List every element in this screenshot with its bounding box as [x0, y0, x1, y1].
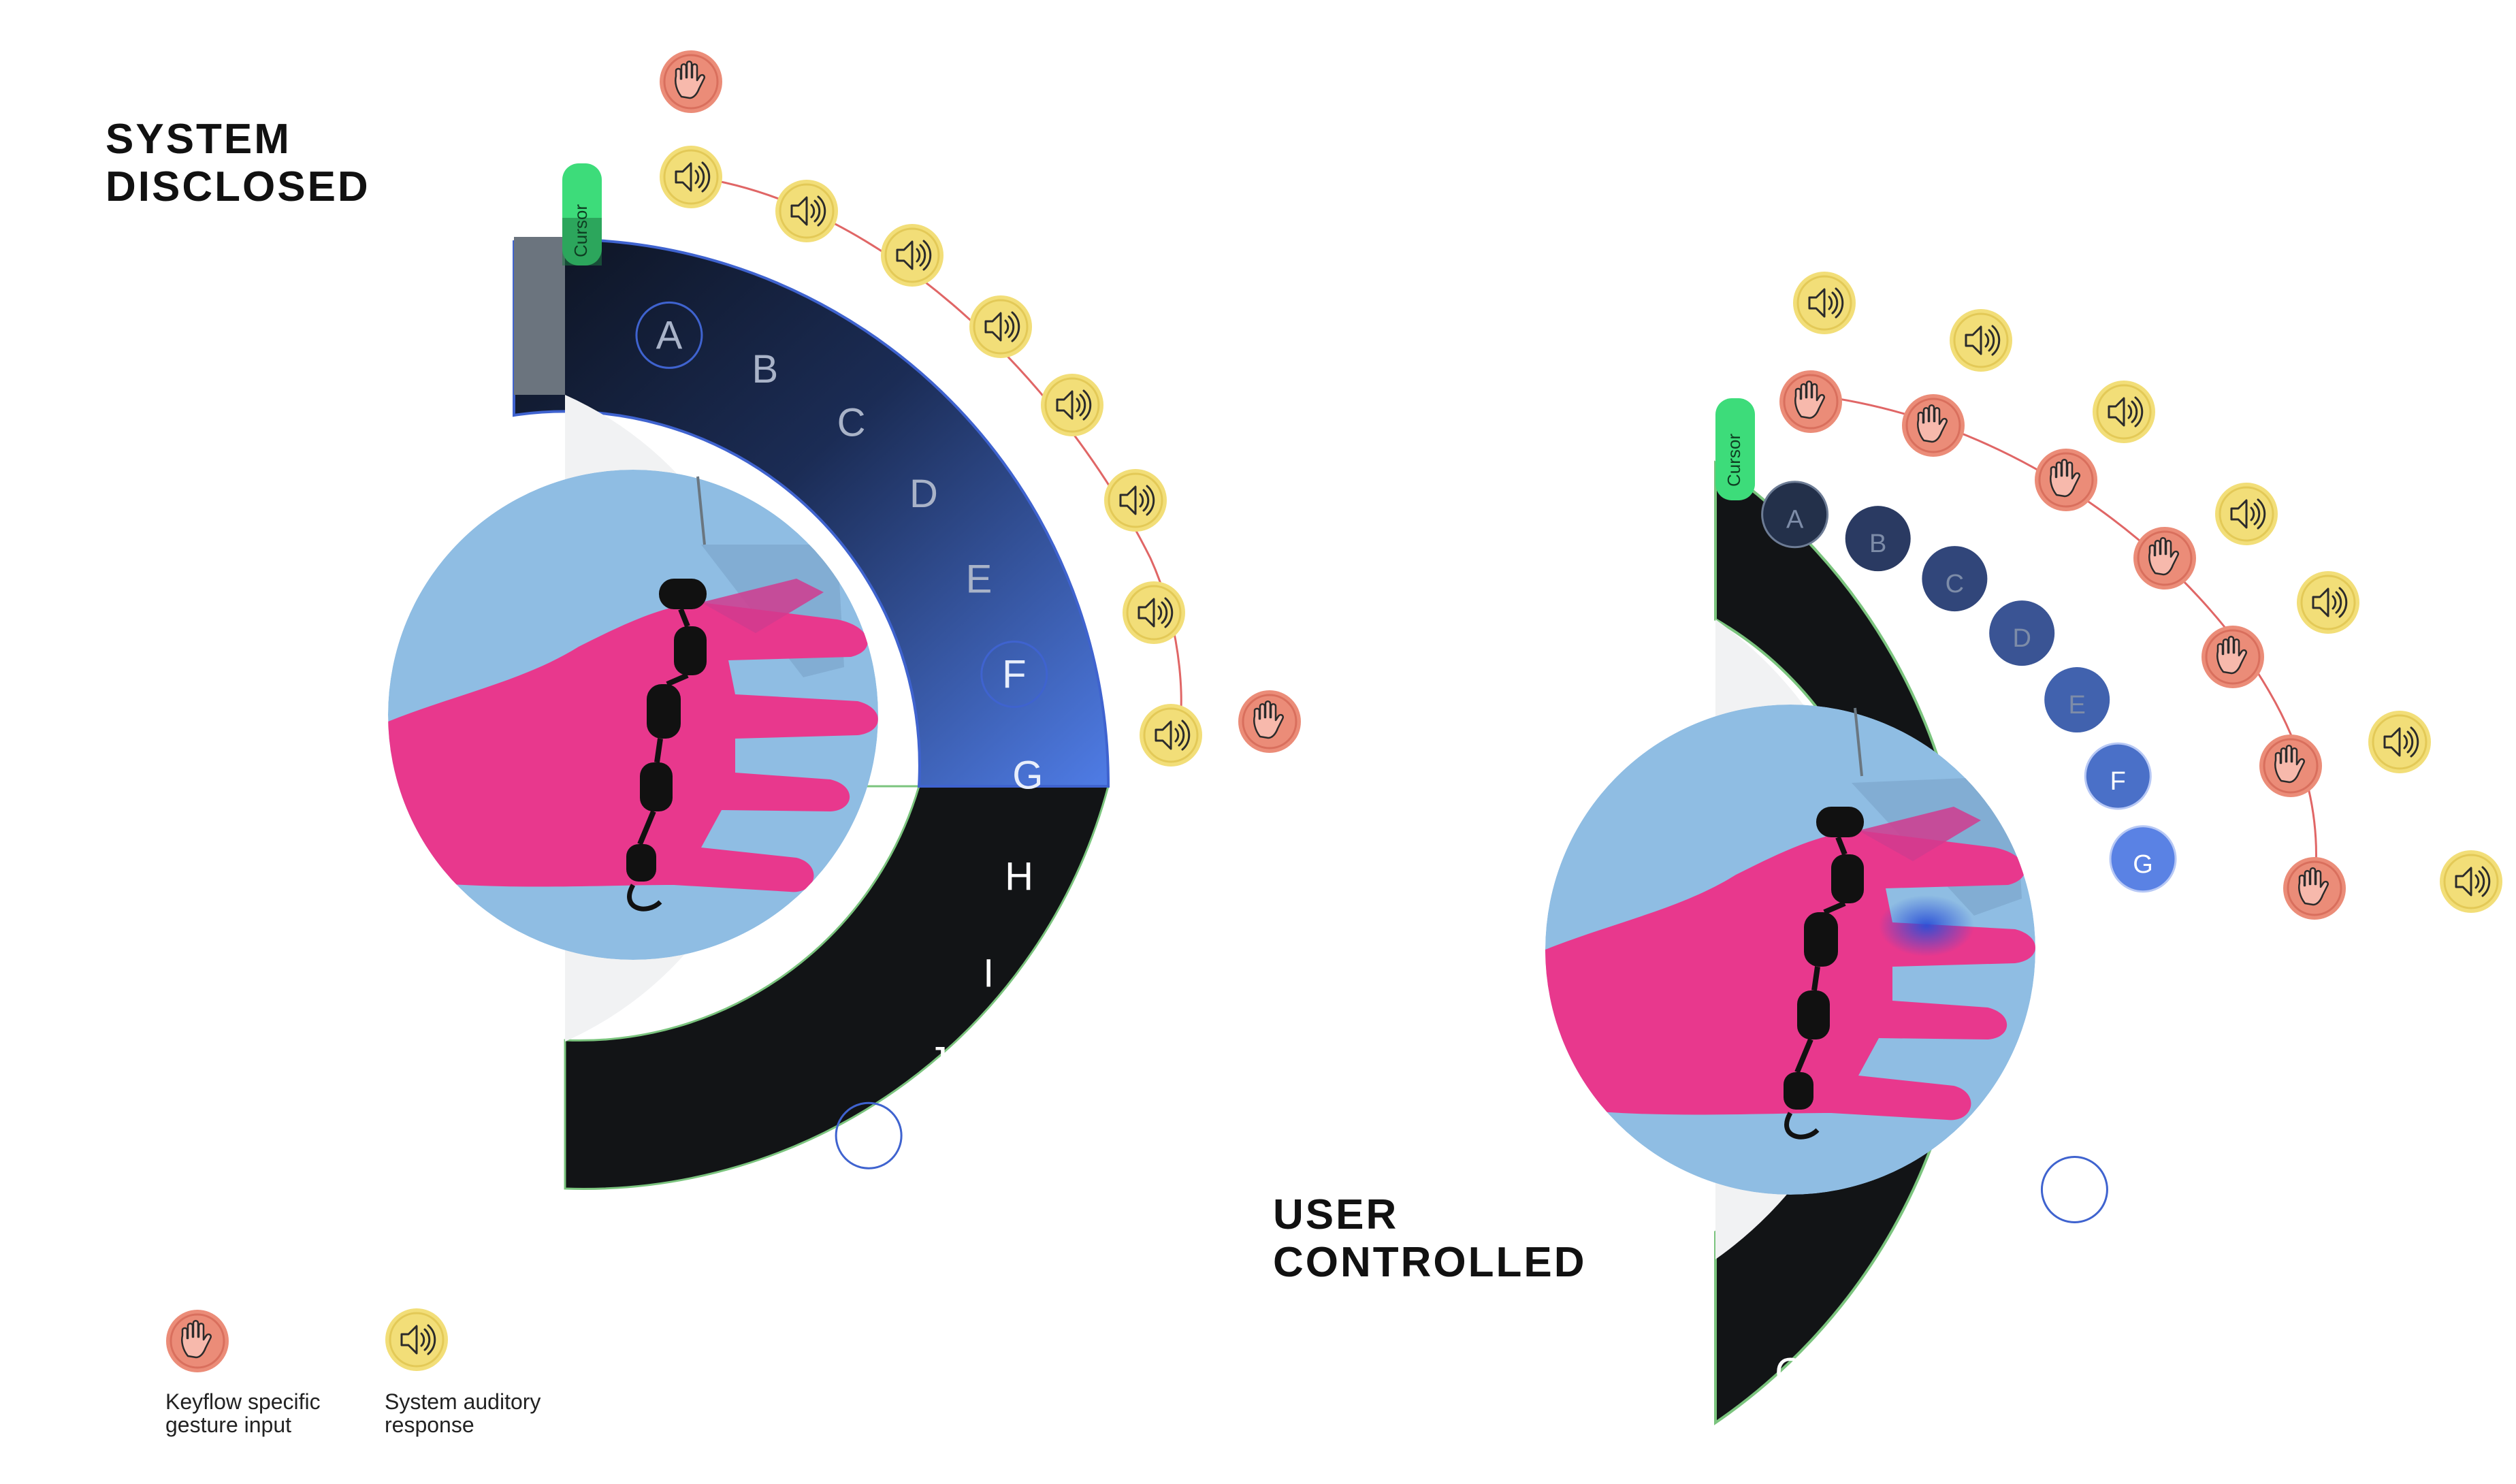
- legend-line: Keyflow specific: [165, 1389, 321, 1414]
- speaker-icon: [969, 295, 1032, 358]
- letter-o[interactable]: O: [1775, 1350, 1805, 1394]
- speaker-icon: [1793, 272, 1856, 334]
- speaker-icon: [2215, 483, 2278, 545]
- speaker-icon: [2297, 571, 2359, 634]
- speaker-icon: [1041, 374, 1103, 436]
- letter-c[interactable]: C: [1946, 570, 1964, 598]
- hand-gesture-icon: [2202, 626, 2264, 688]
- letter-j[interactable]: J: [2106, 1092, 2126, 1136]
- letter-f[interactable]: F: [2110, 767, 2126, 796]
- speaker-icon: [2440, 850, 2502, 913]
- speaker-icon: [2093, 381, 2155, 443]
- legend-line: System auditory: [385, 1389, 541, 1414]
- speaker-icon: [775, 180, 838, 242]
- speaker-icon: [660, 146, 722, 208]
- letter-i[interactable]: I: [2137, 1010, 2148, 1054]
- touch-glow: [1879, 895, 1974, 956]
- speaker-icon: [385, 1308, 448, 1371]
- hand-gesture-icon: [1238, 690, 1301, 753]
- letter-k[interactable]: K: [2061, 1168, 2088, 1212]
- hand-gesture-icon: [2283, 857, 2346, 920]
- letter-f[interactable]: F: [1002, 652, 1026, 696]
- hand-gesture-icon: [660, 50, 722, 113]
- letter-j[interactable]: J: [928, 1039, 948, 1084]
- letter-n[interactable]: N: [577, 1227, 605, 1271]
- legend-gesture-label: Keyflow specific gesture input: [165, 1390, 321, 1436]
- cursor-label: Cursor: [570, 204, 591, 257]
- letter-h[interactable]: H: [1005, 854, 1033, 899]
- letter-d[interactable]: D: [2012, 624, 2031, 653]
- letter-e[interactable]: E: [2069, 691, 2086, 720]
- hand-gesture-icon: [2035, 449, 2097, 511]
- letter-l[interactable]: L: [774, 1172, 796, 1216]
- hand-gesture-icon: [1779, 370, 1842, 433]
- speaker-icon: [1104, 469, 1167, 532]
- speaker-icon: [881, 224, 944, 287]
- legend-line: response: [385, 1413, 474, 1437]
- speaker-icon: [1950, 309, 2012, 372]
- legend-line: gesture input: [165, 1413, 291, 1437]
- letter-k[interactable]: K: [856, 1114, 882, 1158]
- letter-b[interactable]: B: [1869, 530, 1886, 558]
- letter-m[interactable]: M: [675, 1210, 707, 1254]
- letter-d[interactable]: D: [909, 472, 938, 516]
- letter-m[interactable]: M: [1935, 1288, 1967, 1332]
- letter-a[interactable]: A: [1786, 506, 1804, 534]
- letter-n[interactable]: N: [1860, 1327, 1888, 1371]
- letter-h[interactable]: H: [2137, 923, 2165, 967]
- letter-g[interactable]: G: [2133, 850, 2153, 879]
- letter-l[interactable]: L: [2007, 1234, 2029, 1278]
- legend-audio-label: System auditory response: [385, 1390, 541, 1436]
- cursor-label: Cursor: [1724, 434, 1744, 487]
- letter-c[interactable]: C: [837, 401, 866, 445]
- speaker-icon: [1140, 704, 1202, 767]
- ring-edge-shade: [514, 237, 565, 395]
- letter-b[interactable]: B: [752, 347, 778, 391]
- hand-gesture-icon: [2133, 527, 2196, 590]
- letter-i[interactable]: I: [983, 951, 994, 995]
- hand-gesture-icon: [166, 1310, 229, 1372]
- letter-g[interactable]: G: [1012, 753, 1043, 797]
- hand-gesture-icon: [2259, 735, 2322, 797]
- speaker-icon: [1123, 581, 1185, 644]
- speaker-icon: [2368, 711, 2431, 773]
- hand-gesture-icon: [1902, 394, 1965, 457]
- letter-e[interactable]: E: [966, 558, 993, 602]
- letter-a[interactable]: A: [656, 313, 683, 357]
